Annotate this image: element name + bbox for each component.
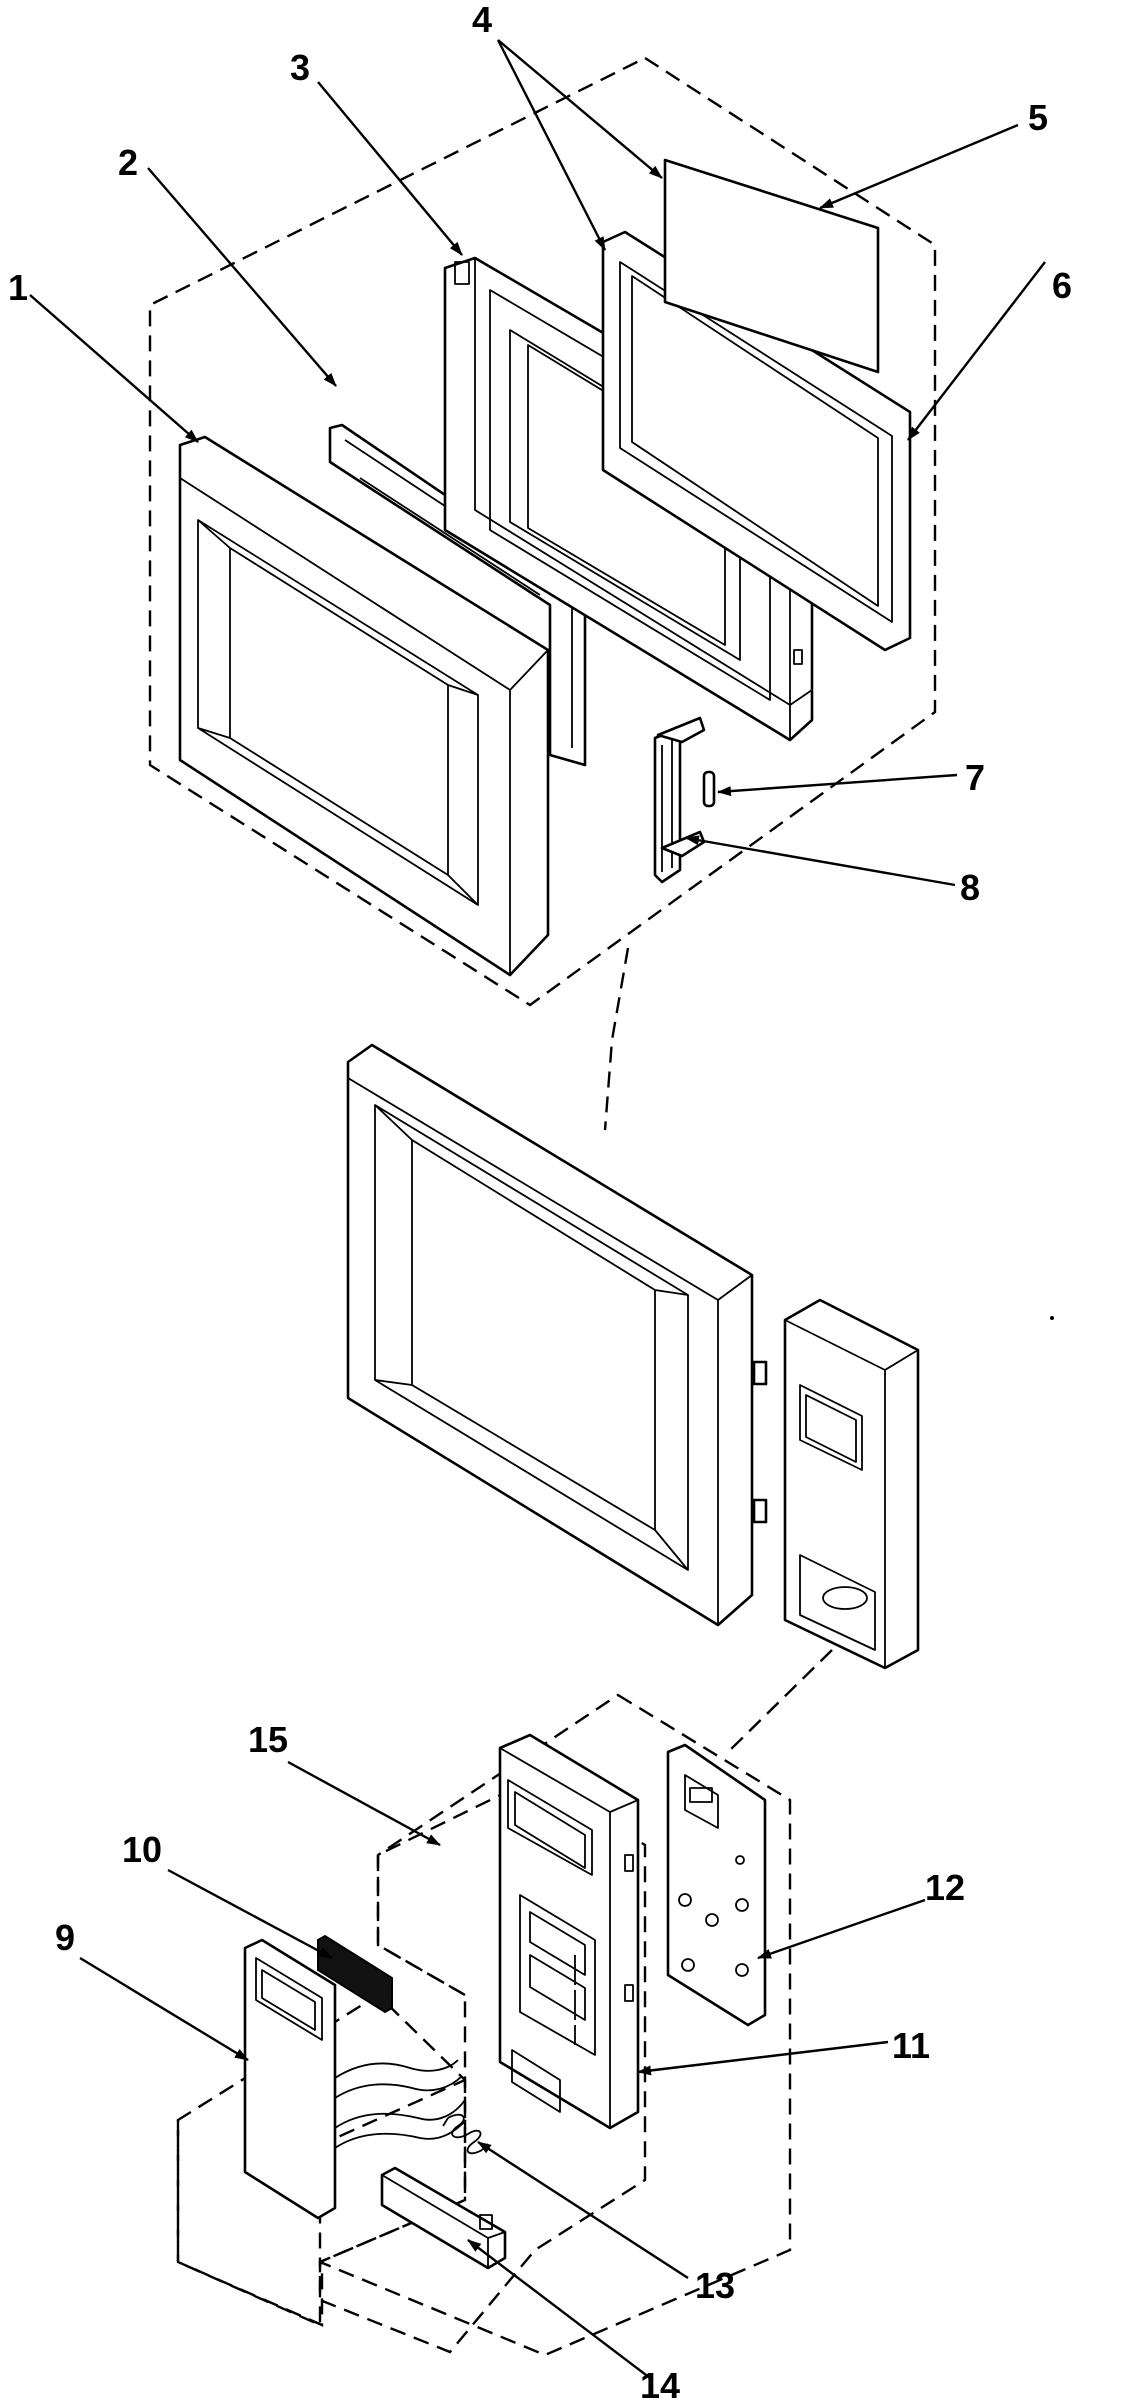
callout-14: 14 [640,2365,680,2400]
part-7-latch-spring [702,770,716,808]
callout-6: 6 [1052,265,1072,306]
part-1-door-frame [178,435,550,977]
part-6-door-seal [601,230,912,652]
callout-15: 15 [248,1719,288,1760]
assembled-door [346,1043,768,1627]
assembled-control-panel [783,1298,920,1670]
stray-dot [1050,1316,1054,1320]
door-assembly-group-boundary [148,56,937,1007]
callout-4: 4 [472,0,492,40]
callout-3: 3 [290,47,310,88]
part-12-pcb-board [666,1743,767,2027]
keypad-group-boundary [176,2080,467,2327]
callout-9: 9 [55,1917,75,1958]
callout-10: 10 [122,1829,162,1870]
part-5-window-sheet [663,158,880,374]
callout-12: 12 [925,1867,965,1908]
part-10-display-window [317,1934,393,2014]
membrane-group-boundary-inner [376,1776,536,1997]
leader-lines [29,39,1046,2379]
callout-5: 5 [1028,97,1048,138]
connector-line-upper [603,947,630,1131]
part-11-control-panel-frame [498,1733,640,2130]
callout-13: 13 [695,2265,735,2306]
callout-1: 1 [8,267,28,308]
part-8-latch-hook [653,716,706,884]
callout-8: 8 [960,867,980,908]
membrane-group-boundary [176,1776,647,2354]
part-9-membrane-keypad [243,1938,467,2220]
connector-line-lower [724,1649,833,1756]
callout-11: 11 [892,2025,930,2066]
callout-2: 2 [118,142,138,183]
callout-7: 7 [965,757,985,798]
